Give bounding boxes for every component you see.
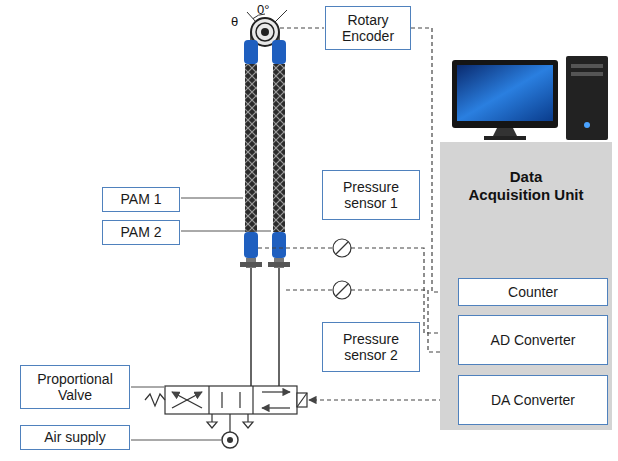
computer-illustration xyxy=(452,56,608,140)
component-box: Counter xyxy=(458,278,608,306)
box-label: DA Converter xyxy=(491,392,575,408)
pam-muscle xyxy=(240,40,262,268)
box-label: Counter xyxy=(508,284,558,300)
angle-reference: 0° xyxy=(257,3,269,16)
angle-symbol: θ xyxy=(231,15,238,28)
component-box: PAM 2 xyxy=(102,220,180,245)
component-box: DA Converter xyxy=(458,375,608,425)
box-label: AD Converter xyxy=(491,332,576,348)
component-box: AD Converter xyxy=(458,315,608,365)
box-label: Air supply xyxy=(44,429,105,445)
component-box: Pressure sensor 2 xyxy=(322,322,420,372)
component-box: Proportional Valve xyxy=(20,365,130,409)
heading-wrap: Data Acquisition Unit xyxy=(440,168,612,204)
box-label: Rotary Encoder xyxy=(330,12,406,44)
air-supply-symbol xyxy=(222,432,238,448)
box-label: PAM 2 xyxy=(121,224,162,240)
box-label: PAM 1 xyxy=(121,191,162,207)
component-box: Pressure sensor 1 xyxy=(322,170,420,220)
box-label: Pressure sensor 1 xyxy=(327,179,415,211)
valve-symbol xyxy=(145,386,307,432)
unit-heading: Data Acquisition Unit xyxy=(469,168,584,204)
component-box: PAM 1 xyxy=(102,187,180,212)
unit-panel: Data Acquisition UnitCounter AD Converter… xyxy=(440,142,612,430)
box-label: Pressure sensor 2 xyxy=(327,331,415,363)
pam-muscle xyxy=(268,40,290,268)
pressure-gauge-symbol xyxy=(333,281,351,299)
pressure-gauge-symbol xyxy=(333,239,351,257)
component-box: Air supply xyxy=(20,425,130,450)
box-label: Proportional Valve xyxy=(25,371,125,403)
component-box: Rotary Encoder xyxy=(325,6,411,50)
